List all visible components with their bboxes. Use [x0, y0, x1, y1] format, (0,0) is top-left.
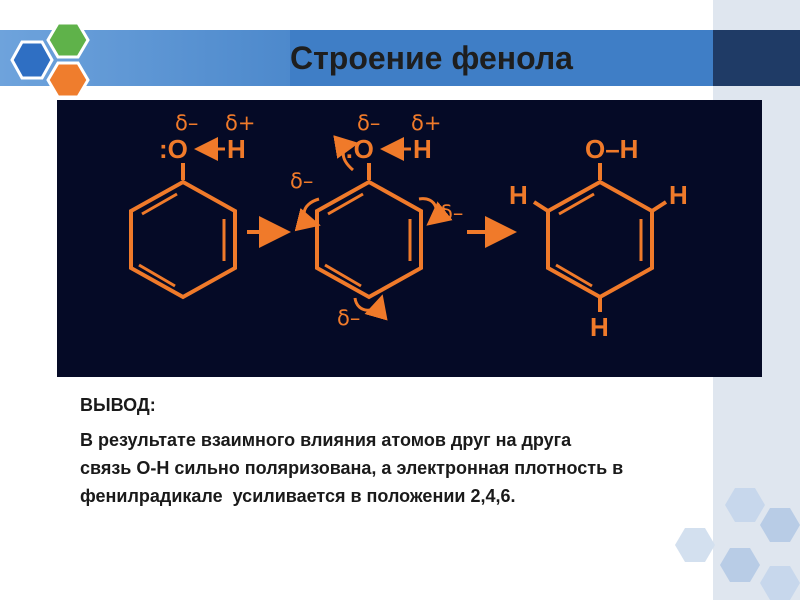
benzene-ring — [129, 179, 237, 300]
electron-shift-curved-arrow — [353, 294, 388, 321]
conclusion-line: связь О-Н сильно поляризована, а электро… — [80, 458, 624, 478]
benzene-ring — [546, 179, 654, 300]
delta-minus-ortho-left-label: δ– — [290, 169, 313, 193]
hydrogen-para-label: H — [590, 312, 609, 342]
delta-minus-oxygen-label: δ– — [175, 111, 198, 135]
phenol-structure-1: δ– δ+ :O H — [129, 111, 255, 300]
phenol-diagram: δ– δ+ :O H δ– δ+ :O H δ– — [57, 100, 762, 377]
phenol-structure-3: O–H H H H — [509, 134, 688, 342]
delta-minus-para-label: δ– — [337, 306, 360, 330]
electron-shift-curved-arrow — [418, 197, 453, 226]
ring-double-bond — [138, 263, 176, 288]
title-bar-end — [713, 30, 800, 86]
hydroxyl-group-label: O–H — [585, 134, 638, 164]
blue-hexagon-icon — [10, 40, 54, 80]
electron-shift-curved-arrow — [294, 197, 321, 232]
ring-double-bond — [558, 192, 595, 216]
hydrogen-ortho-right-label: H — [669, 180, 688, 210]
ring-double-bond — [555, 263, 593, 288]
phenol-structure-2: δ– δ+ :O H δ– δ– δ– — [290, 111, 463, 330]
green-hexagon-icon — [46, 21, 90, 59]
oxygen-atom-label: :O — [345, 134, 374, 164]
hydrogen-atom-label: H — [413, 134, 432, 164]
hydrogen-ortho-left-label: H — [509, 180, 528, 210]
hexagon-logo-icon — [10, 21, 90, 99]
delta-minus-ortho-right-label: δ– — [440, 201, 463, 225]
electron-shift-curved-arrow — [333, 135, 359, 172]
conclusion-line: фенилрадикале усиливается в положении 2,… — [80, 486, 516, 506]
oxygen-atom-label: :O — [159, 134, 188, 164]
benzene-ring — [315, 179, 423, 300]
decorative-hexagons-icon — [675, 488, 800, 600]
conclusion-line: В результате взаимного влияния атомов др… — [80, 430, 572, 450]
ring-double-bond — [324, 263, 362, 288]
ring-double-bond — [141, 192, 178, 216]
orange-hexagon-icon — [46, 61, 90, 99]
delta-plus-hydrogen-label: δ+ — [225, 111, 255, 135]
hydrogen-atom-label: H — [227, 134, 246, 164]
slide-title: Строение фенола — [290, 39, 573, 76]
conclusion-text: В результате взаимного влияния атомов др… — [80, 426, 720, 510]
delta-minus-oxygen-label: δ– — [357, 111, 380, 135]
ring-double-bond — [327, 192, 364, 216]
c-h-bond — [650, 200, 668, 213]
conclusion-heading: ВЫВОД: — [80, 395, 156, 415]
delta-plus-hydrogen-label: δ+ — [411, 111, 441, 135]
c-h-bond — [532, 200, 550, 213]
